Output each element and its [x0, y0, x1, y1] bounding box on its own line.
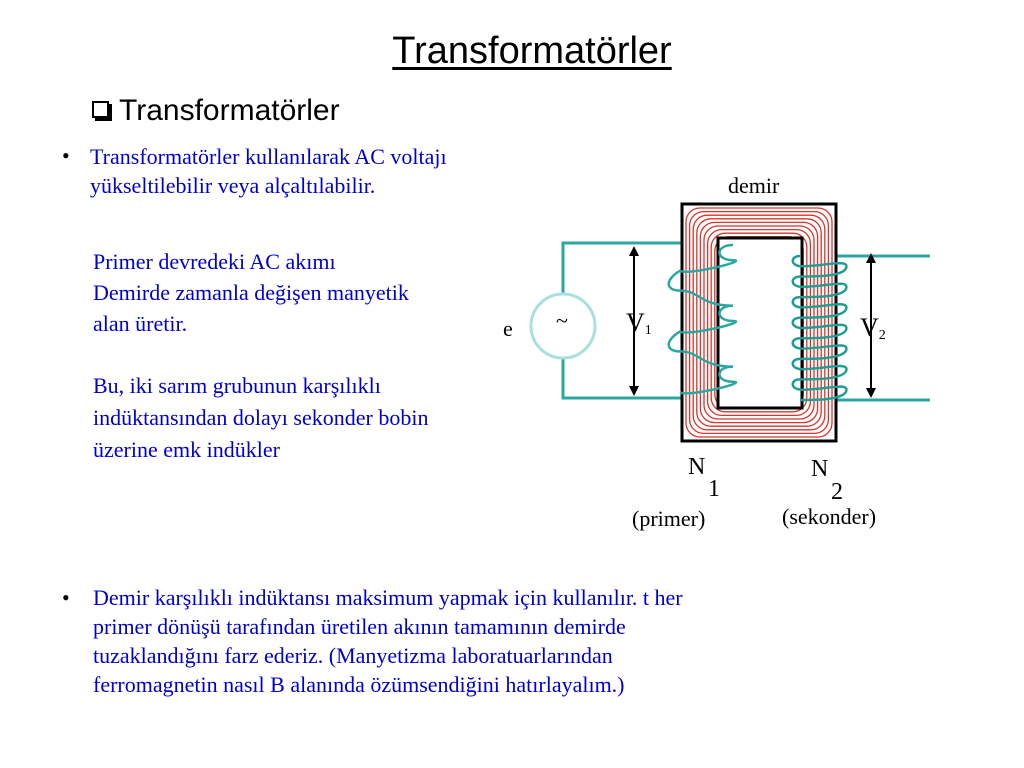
primer-line: Primer devredeki AC akımı	[93, 249, 336, 274]
v2-letter: V	[860, 313, 879, 342]
core-lamination	[692, 214, 826, 431]
ac-source-circle	[529, 292, 597, 360]
iron-core	[680, 202, 838, 443]
n2-sub: 2	[831, 479, 843, 505]
v2-label: V2	[860, 313, 886, 344]
slide-title: Transformatörler	[392, 30, 672, 72]
bullet2-line: Demir karşılıklı indüktansı maksimum yap…	[93, 585, 683, 610]
core-lamination	[688, 210, 830, 435]
bullet1-line: Transformatörler kullanılarak AC voltajı	[90, 144, 447, 169]
v1-letter: V	[626, 308, 645, 337]
induction-line: indüktansından dolayı sekonder bobin	[93, 405, 429, 430]
secondary-coil	[791, 254, 848, 402]
core-lamination	[703, 225, 815, 420]
core-lamination	[685, 207, 833, 438]
ac-source-symbol: ~	[556, 308, 568, 333]
bullet-dot-icon: •	[62, 143, 70, 168]
core-lamination	[710, 232, 808, 413]
induction-line: üzerine emk indükler	[93, 437, 280, 462]
arrow-head-down	[629, 386, 639, 396]
coils	[667, 243, 848, 402]
core-lamination	[699, 221, 819, 424]
n2-letter: N	[811, 456, 829, 482]
circuit-wires	[561, 241, 930, 402]
primer-line: alan üretir.	[93, 311, 188, 336]
arrow-head-down	[866, 388, 876, 398]
subtitle-text: Transformatörler	[119, 94, 340, 127]
paragraph-primer: Primer devredeki AC akımı Demirde zamanl…	[93, 246, 409, 339]
v1-sub: 1	[644, 323, 652, 338]
primary-wire-top	[561, 241, 733, 293]
subtitle: Transformatörler	[92, 94, 340, 128]
ac-source	[529, 292, 597, 360]
paragraph-induction: Bu, iki sarım grubunun karşılıklı indükt…	[93, 370, 428, 466]
bullet1-line: yükseltilebilir veya alçaltılabilir.	[90, 173, 376, 198]
bullet-ac-voltage: Transformatörler kullanılarak AC voltajı…	[90, 142, 447, 200]
voltage-arrows	[629, 246, 876, 398]
arrow-head-up	[629, 246, 639, 256]
v2-arrow	[866, 253, 876, 398]
n1-caption: (primer)	[632, 506, 706, 531]
v2-sub: 2	[878, 328, 886, 343]
primary-wire-bottom	[561, 358, 733, 400]
primer-line: Demirde zamanla değişen manyetik	[93, 280, 409, 305]
bullet2-line: primer dönüşü tarafından üretilen akının…	[93, 614, 626, 639]
bullet-iron-core: Demir karşılıklı indüktansı maksimum yap…	[93, 583, 683, 699]
bullet2-line: ferromagnetin nasıl B alanında özümsendi…	[93, 672, 625, 697]
source-label: e	[503, 316, 513, 341]
primary-coil	[667, 243, 738, 395]
n1-sub: 1	[708, 476, 720, 502]
checkbox-bullet-icon	[92, 101, 109, 118]
core-label: demir	[728, 173, 780, 198]
n2-caption: (sekonder)	[782, 504, 877, 529]
core-lamination	[706, 228, 812, 417]
core-lamination	[696, 218, 822, 427]
arrow-head-up	[866, 253, 876, 263]
v1-label: V1	[626, 308, 652, 339]
n1-letter: N	[688, 454, 706, 480]
v1-arrow	[629, 246, 639, 396]
induction-line: Bu, iki sarım grubunun karşılıklı	[93, 373, 381, 398]
bullet-dot-icon: •	[62, 585, 70, 610]
bullet2-line: tuzaklandığını farz ederiz. (Manyetizma …	[93, 643, 613, 668]
